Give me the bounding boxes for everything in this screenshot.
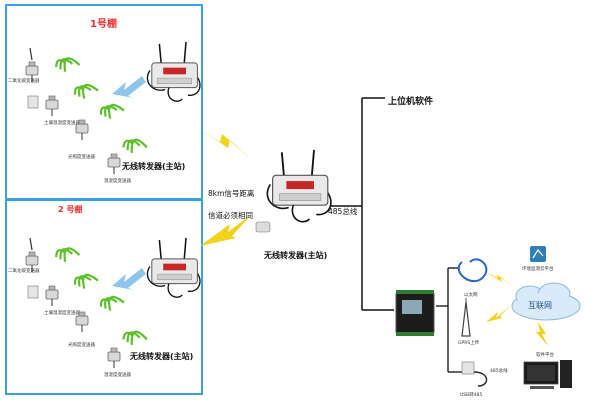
internet-cloud-icon xyxy=(511,282,581,321)
sensor-label-1c: 光照度变送器 xyxy=(68,153,95,160)
sensor-label-1a: 二氧化碳变送器 xyxy=(8,77,40,84)
repeater-label-center: 无线转发器(主站) xyxy=(263,250,327,260)
range-text: 8km信号距离 xyxy=(208,188,255,198)
sensor-label-2c: 光照度变送器 xyxy=(68,341,95,348)
sensor-label-1d: 温湿度变送器 xyxy=(104,177,131,184)
repeater-icon-1 xyxy=(146,41,201,102)
computer-icon xyxy=(523,360,572,389)
wave-icon-2a xyxy=(53,242,81,266)
lightning-icon-platform xyxy=(536,322,548,346)
cloud-platform-label: 环境监测云平台 xyxy=(522,265,554,272)
signal-arrow-2 xyxy=(112,268,146,290)
wave-icon-2b xyxy=(71,268,100,293)
sensor-label-2b: 土壤温湿度变送器 xyxy=(44,309,80,316)
panel-1-title: 1号棚 xyxy=(90,17,117,30)
controller-icon xyxy=(395,290,435,336)
power-adapter-icon xyxy=(255,221,271,233)
sensor-icon-2d xyxy=(107,347,121,369)
bus-label: 485总线 xyxy=(328,206,358,216)
sensor-icon-2b xyxy=(45,285,59,307)
wave-icon-1d xyxy=(120,134,148,157)
software-platform-label: 软件平台 xyxy=(536,351,554,358)
sensor-label-1b: 土壤温湿度变送器 xyxy=(44,119,80,126)
lightning-icon-upper xyxy=(198,128,252,160)
signal-arrow-1 xyxy=(112,76,146,98)
sensor-icon-1b xyxy=(45,95,59,117)
wave-icon-2d xyxy=(120,326,148,349)
cloud-platform-icon xyxy=(530,246,546,262)
usb-485-label: 485总线 xyxy=(490,367,508,374)
repeater-icon-center xyxy=(266,149,332,223)
lightning-icon-ethernet xyxy=(486,272,512,286)
lightning-icon-lower xyxy=(200,214,252,246)
gprs-label: GPRS上传 xyxy=(458,339,480,346)
internet-label: 互联网 xyxy=(528,301,552,310)
wave-icon-1c xyxy=(97,98,126,123)
wave-icon-1b xyxy=(71,78,100,103)
repeater-label-2: 无线转发器(主站) xyxy=(129,351,193,361)
ethernet-cable-icon xyxy=(457,258,488,283)
panel-frame-2 xyxy=(5,199,203,395)
sensor-icon-1d xyxy=(107,153,121,175)
repeater-icon-2 xyxy=(146,237,201,298)
sensor-label-2d: 温湿度变送器 xyxy=(104,371,131,378)
usb-converter-label: USB转485 xyxy=(460,391,482,398)
repeater-label-1: 无线转发器(主站) xyxy=(121,161,185,171)
upper-software-label: 上位机软件 xyxy=(388,95,433,107)
sensor-label-2a: 二氧化碳变送器 xyxy=(8,267,40,274)
panel-2-title: 2 号棚 xyxy=(58,204,82,214)
lightning-icon-gprs xyxy=(486,304,512,322)
ethernet-label: 以太网 xyxy=(464,291,478,298)
wave-icon-1a xyxy=(53,52,81,76)
wave-icon-2c xyxy=(97,290,126,315)
usb-converter-icon xyxy=(461,361,488,387)
gprs-tower-icon xyxy=(461,298,471,337)
channel-text: 信道必须相同 xyxy=(208,210,253,220)
